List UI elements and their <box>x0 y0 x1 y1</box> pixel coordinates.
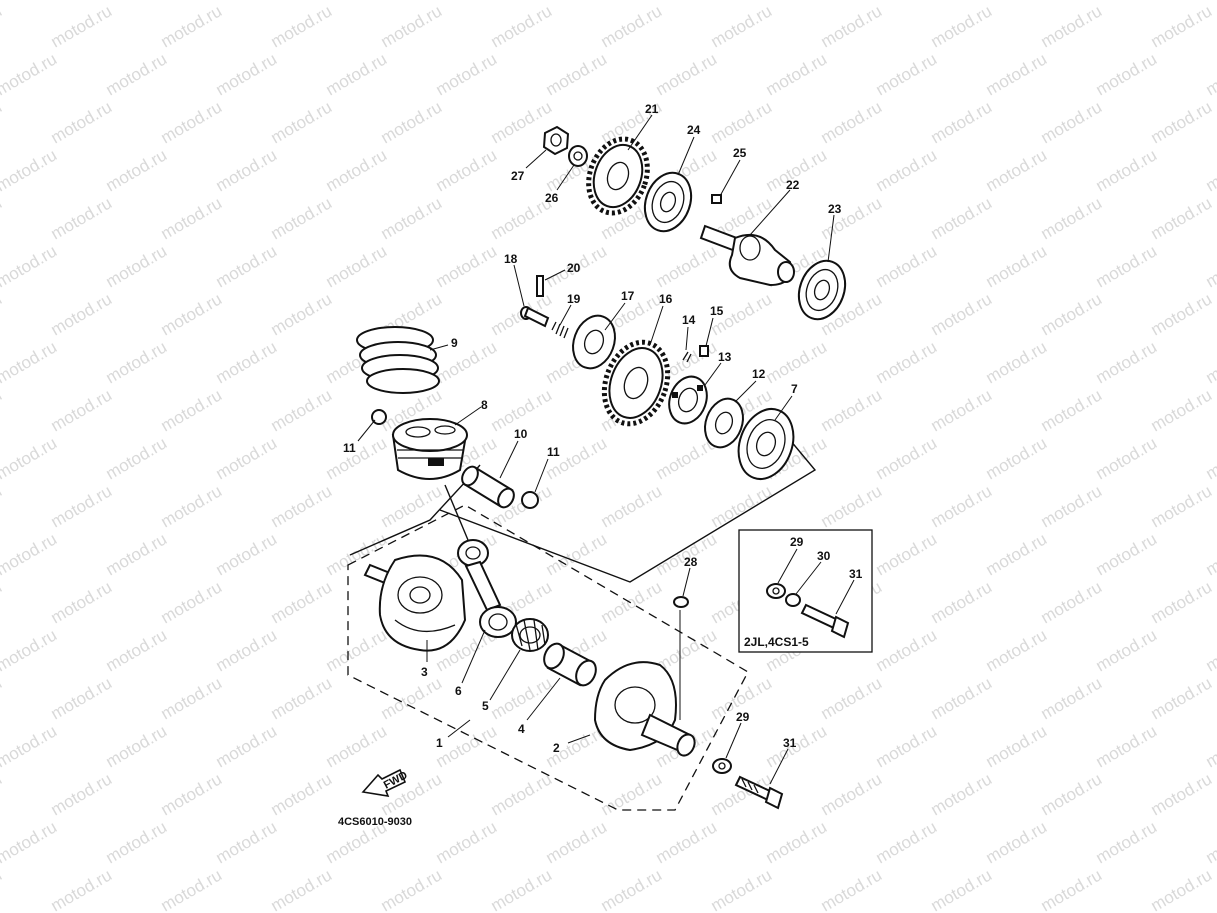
callout-10: 10 <box>514 427 528 441</box>
callout-19: 19 <box>567 292 581 306</box>
plate-12 <box>704 397 744 449</box>
callout-labels: 1 2 3 4 5 6 7 8 9 10 11 11 12 13 14 15 1… <box>343 102 863 755</box>
piston <box>391 418 468 480</box>
key-25 <box>711 194 722 204</box>
callout-31-inset: 31 <box>849 567 863 581</box>
lock-washer-26 <box>568 145 588 167</box>
spring-14 <box>682 351 692 363</box>
callout-29-lower: 29 <box>736 710 750 724</box>
leader-lines <box>357 114 855 785</box>
piston-rings <box>356 326 440 394</box>
callout-2: 2 <box>553 741 560 755</box>
piston-pin <box>461 465 515 509</box>
callout-18: 18 <box>504 252 518 266</box>
bolt-lower <box>734 775 784 810</box>
callout-5: 5 <box>482 699 489 713</box>
piston-clip-right <box>521 491 539 509</box>
nut-27 <box>542 125 570 156</box>
callout-4: 4 <box>518 722 525 736</box>
balancer-gear-21 <box>586 136 650 216</box>
callout-7: 7 <box>791 382 798 396</box>
callout-16: 16 <box>659 292 673 306</box>
spring-19 <box>551 321 569 339</box>
callout-6: 6 <box>455 684 462 698</box>
callout-11-left: 11 <box>343 441 356 455</box>
balancer-shaft-22 <box>699 224 795 287</box>
callout-9: 9 <box>451 336 458 350</box>
connecting-rod <box>457 539 517 638</box>
inset-caption: 2JL,4CS1-5 <box>744 635 809 649</box>
inset-box <box>738 529 873 653</box>
callout-24: 24 <box>687 123 701 137</box>
callout-13: 13 <box>718 350 732 364</box>
balancer-assembly-outline-2 <box>439 439 817 583</box>
crankshaft-assembly-outline <box>347 504 749 811</box>
callout-25: 25 <box>733 146 747 160</box>
crank-pin <box>543 642 597 687</box>
callout-11-right: 11 <box>547 445 560 459</box>
callout-8: 8 <box>481 398 488 412</box>
diagram-code: 4CS6010-9030 <box>338 816 412 828</box>
balancer-assembly-outline <box>349 464 481 556</box>
callout-14: 14 <box>682 313 696 327</box>
callout-3: 3 <box>421 665 428 679</box>
callout-27: 27 <box>511 169 525 183</box>
callout-31-lower: 31 <box>783 736 797 750</box>
callout-17: 17 <box>621 289 635 303</box>
callout-1: 1 <box>436 736 443 750</box>
needle-bearing <box>511 618 549 652</box>
balancer-gear-16 <box>601 339 671 427</box>
callout-28: 28 <box>684 555 698 569</box>
crankshaft-left <box>363 554 467 652</box>
pin-20 <box>536 275 544 297</box>
woodruff-key <box>673 596 689 608</box>
fwd-label: FWD <box>382 769 410 791</box>
plate-17 <box>572 314 616 370</box>
fwd-arrow-icon: FWD <box>361 768 410 798</box>
callout-30: 30 <box>817 549 831 563</box>
bearing-23 <box>797 259 847 321</box>
washer-lower <box>712 758 732 774</box>
callout-12: 12 <box>752 367 766 381</box>
callout-23: 23 <box>828 202 842 216</box>
piston-clip-left <box>371 409 387 425</box>
callout-29-inset: 29 <box>790 535 804 549</box>
crankshaft-right <box>593 661 696 757</box>
callout-20: 20 <box>567 261 581 275</box>
callout-21: 21 <box>645 102 659 116</box>
callout-22: 22 <box>786 178 800 192</box>
hub-13 <box>668 375 708 425</box>
bearing-7 <box>737 408 795 480</box>
callout-26: 26 <box>545 191 559 205</box>
callout-15: 15 <box>710 304 724 318</box>
piston-to-rod-line <box>444 484 469 541</box>
pin-15 <box>699 345 709 357</box>
pin-18 <box>520 306 550 328</box>
